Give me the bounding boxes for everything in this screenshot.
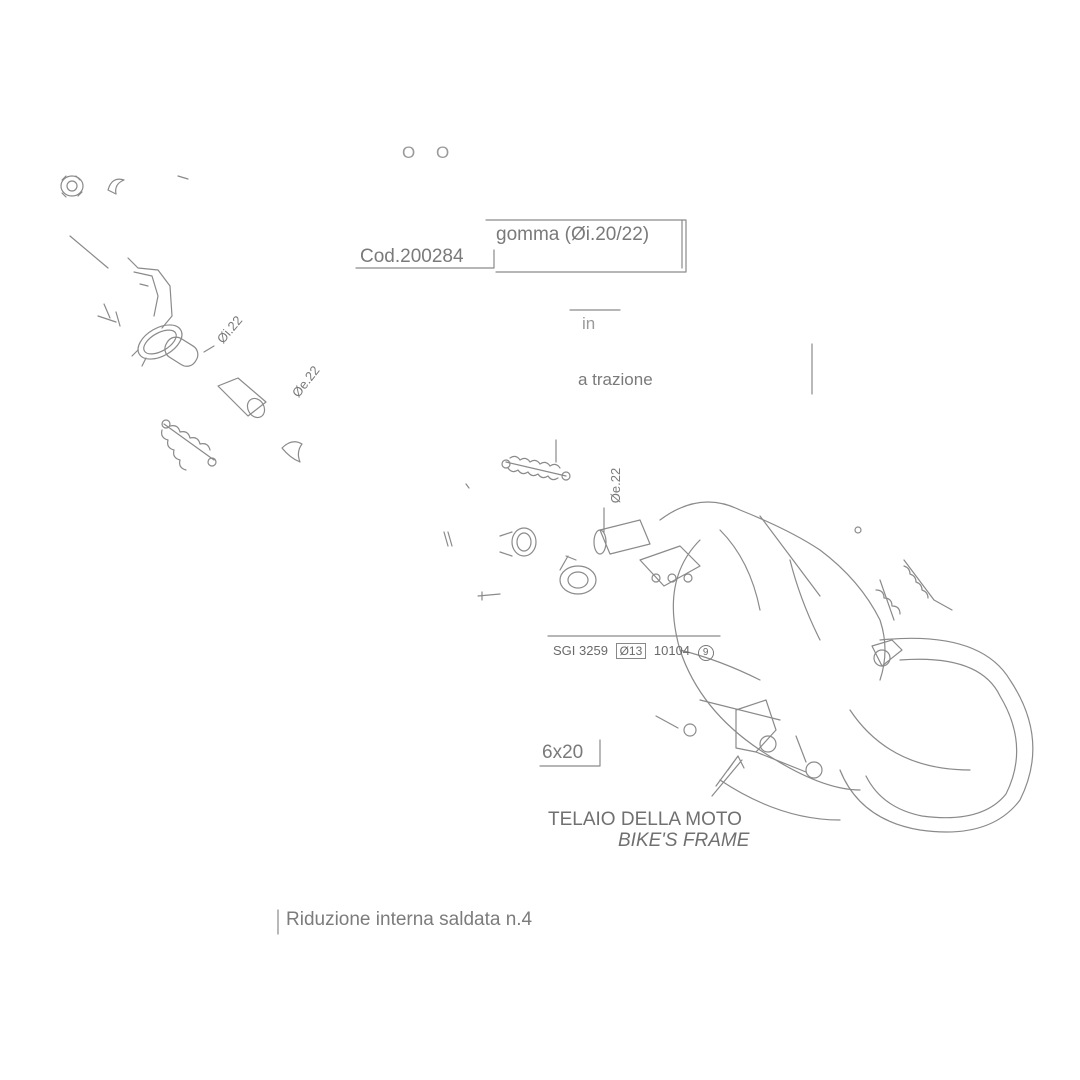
part-code-box: Ø13 xyxy=(615,643,647,659)
arrow-to-frame xyxy=(711,755,745,797)
label-cod: Cod.200284 xyxy=(360,246,464,267)
rubber-sleeve-center xyxy=(499,527,537,557)
label-top-fragment: O O xyxy=(402,143,458,162)
label-trazione: a trazione xyxy=(578,370,653,389)
label-in-fragment: in xyxy=(582,314,596,333)
tiny-mark-center xyxy=(465,483,470,489)
pipe-sleeve-left xyxy=(217,377,267,419)
dim-label-oe22-center: Øe.22 xyxy=(608,467,624,504)
label-riduzione: Riduzione interna saldata n.4 xyxy=(286,909,533,930)
washer-part-topleft xyxy=(107,178,125,195)
label-bolt-size: 6x20 xyxy=(542,742,584,763)
spring-right xyxy=(854,526,953,621)
mount-bracket-lower xyxy=(655,699,823,779)
mount-bracket-center xyxy=(639,545,701,587)
part-code-main: SGI 3259 xyxy=(553,643,608,658)
label-bikes-frame: BIKE'S FRAME xyxy=(618,830,750,851)
inlet-pipe-center xyxy=(593,507,651,555)
leader-line-left xyxy=(69,235,109,269)
label-telaio: TELAIO DELLA MOTO xyxy=(548,809,742,830)
left-bracket-assembly xyxy=(97,257,215,367)
part-code-num: 10104 xyxy=(653,643,691,658)
nut-part-topleft xyxy=(60,175,84,198)
clip-part-left xyxy=(281,441,303,463)
bracket-part-center-left xyxy=(443,531,453,547)
small-line-topleft xyxy=(177,175,189,180)
part-code-circle: 9 xyxy=(697,645,714,661)
spring-left xyxy=(161,419,217,471)
exhaust-body xyxy=(659,501,1034,833)
screw-center xyxy=(477,591,501,601)
part-code-row: SGI 3259 Ø13 10104 9 xyxy=(553,643,714,661)
label-frame-cod xyxy=(355,249,495,269)
spring-center xyxy=(501,439,571,481)
clamp-center xyxy=(559,555,597,595)
label-frame-bolt xyxy=(539,739,601,767)
label-gomma: gomma (Øi.20/22) xyxy=(496,224,650,245)
label-frame-gomma xyxy=(485,219,687,273)
